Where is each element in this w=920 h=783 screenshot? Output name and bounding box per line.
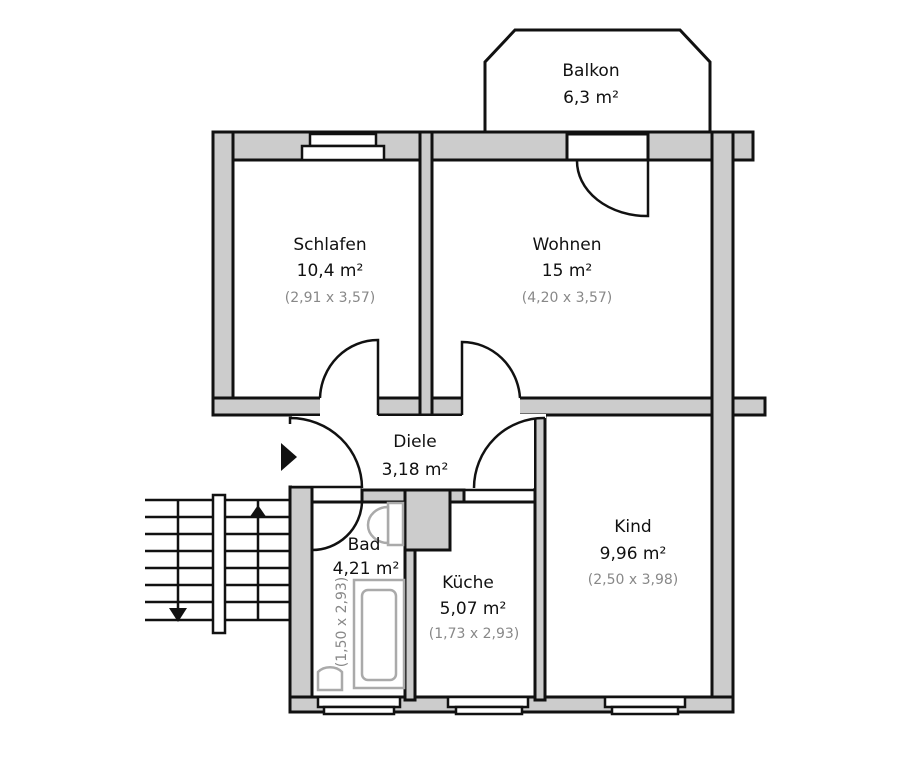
- schlafen-area: 10,4 m²: [297, 261, 364, 281]
- stairs-down-arrow-icon: [169, 608, 187, 622]
- balcony-door[interactable]: [565, 132, 650, 162]
- balkon-area: 6,3 m²: [563, 88, 619, 108]
- bathtub-icon: [352, 578, 406, 690]
- balcony-outline: [483, 28, 712, 134]
- room-schlafen: [231, 158, 422, 400]
- door-bad[interactable]: [311, 501, 364, 552]
- room-kueche: [413, 500, 537, 699]
- bad-dims: (1,50 x 2,93): [334, 577, 350, 667]
- kueche-dims: (1,73 x 2,93): [429, 626, 519, 642]
- diele-name: Diele: [393, 432, 436, 452]
- door-wohnen[interactable]: [460, 340, 522, 415]
- balkon-name: Balkon: [562, 61, 619, 81]
- kind-area: 9,96 m²: [600, 544, 667, 564]
- schlafen-name: Schlafen: [293, 235, 366, 255]
- wall-partition-schlafen-wohnen: [418, 130, 434, 417]
- toilet-icon: [316, 666, 344, 692]
- wall-left-lower: [288, 485, 314, 714]
- door-kind[interactable]: [472, 416, 546, 489]
- sink-icon: [366, 501, 405, 547]
- wall-right: [710, 130, 735, 714]
- kueche-name: Küche: [442, 573, 494, 593]
- bad-area: 4,21 m²: [333, 559, 400, 579]
- schlafen-dims: (2,91 x 3,57): [285, 290, 375, 306]
- window-kind: [603, 695, 687, 716]
- room-wohnen: [430, 158, 714, 400]
- door-entrance[interactable]: [288, 416, 364, 489]
- wall-left-upper: [211, 130, 235, 417]
- kueche-area: 5,07 m²: [440, 599, 507, 619]
- kind-name: Kind: [614, 517, 651, 537]
- bad-name: Bad: [348, 535, 381, 555]
- window-kueche: [446, 695, 530, 716]
- door-schlafen[interactable]: [318, 338, 380, 415]
- diele-area: 3,18 m²: [382, 460, 449, 480]
- wall-top: [211, 130, 755, 162]
- wohnen-area: 15 m²: [542, 261, 592, 281]
- stairs-up-arrow-icon: [249, 505, 267, 518]
- staircase: [145, 493, 290, 635]
- room-kind: [543, 413, 714, 699]
- window-schlafen: [300, 132, 386, 162]
- wohnen-name: Wohnen: [533, 235, 602, 255]
- entrance-arrow-icon: [281, 443, 297, 471]
- wohnen-dims: (4,20 x 3,57): [522, 290, 612, 306]
- wall-bad-kueche: [403, 488, 452, 552]
- room-diele: [292, 416, 534, 488]
- window-bad: [316, 695, 402, 716]
- kind-dims: (2,50 x 3,98): [588, 572, 678, 588]
